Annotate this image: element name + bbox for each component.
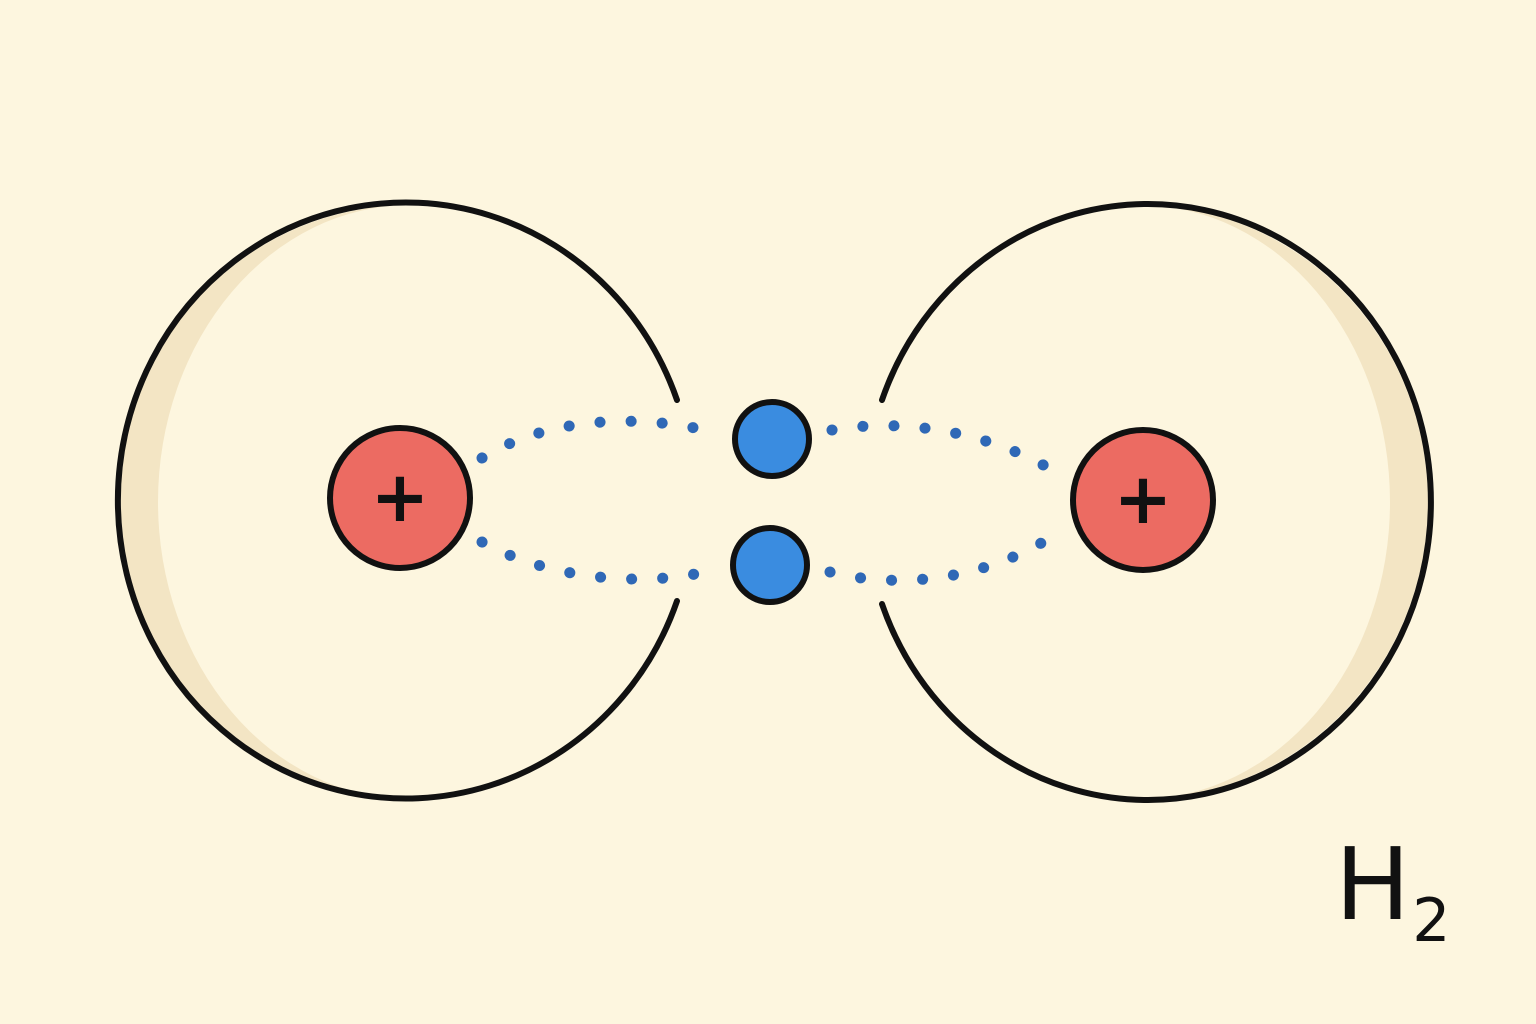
right-nucleus: + bbox=[1070, 427, 1216, 573]
left-proton bbox=[327, 425, 473, 571]
molecule-formula: H2 bbox=[1335, 835, 1475, 965]
right-electron-shell bbox=[879, 201, 1434, 803]
shared-electron-bottom bbox=[730, 525, 810, 605]
bonding-orbit bbox=[476, 415, 1068, 586]
orbit-upper-right bbox=[826, 420, 1068, 482]
orbit-lower-right bbox=[824, 524, 1068, 586]
left-electron-shell bbox=[114, 199, 680, 802]
right-plus-sign: + bbox=[1114, 458, 1173, 540]
shell-shading bbox=[118, 205, 1428, 799]
left-shell-shadow bbox=[118, 205, 410, 799]
formula-subscript: 2 bbox=[1412, 886, 1451, 956]
orbit-lower-left bbox=[476, 536, 718, 585]
left-plus-sign: + bbox=[371, 456, 430, 538]
right-proton bbox=[1070, 427, 1216, 573]
orbit-upper-left bbox=[476, 415, 718, 464]
left-nucleus: + bbox=[327, 425, 473, 571]
shared-electron-top bbox=[732, 399, 812, 479]
formula-element: H bbox=[1335, 826, 1411, 943]
